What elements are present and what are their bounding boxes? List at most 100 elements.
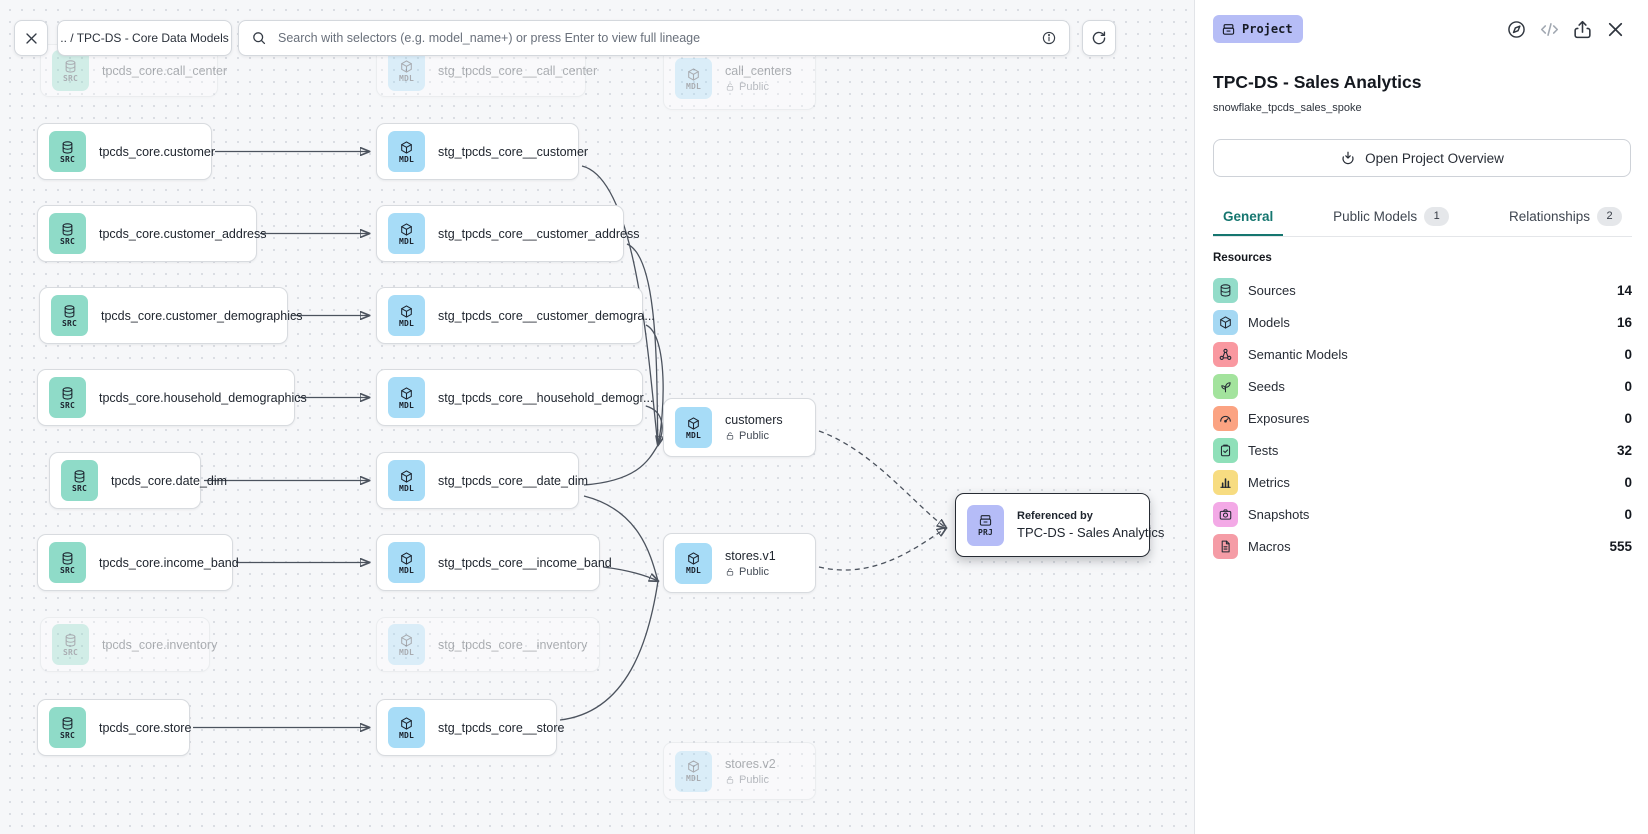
resource-label: Tests	[1248, 442, 1279, 458]
database-icon	[64, 304, 75, 318]
panel-actions	[1506, 19, 1626, 40]
seedling-icon	[1213, 373, 1238, 399]
node-label: stg_tpcds_core__call_center	[438, 63, 598, 78]
compass-icon	[1508, 21, 1525, 38]
open-project-overview-button[interactable]: Open Project Overview	[1213, 139, 1631, 177]
clipboard-check-icon	[1213, 437, 1238, 463]
bar-chart-icon	[1220, 477, 1231, 488]
cube-icon	[688, 552, 699, 565]
resource-label: Macros	[1248, 538, 1291, 554]
database-icon	[62, 222, 73, 236]
cube-icon	[401, 469, 412, 483]
lineage-node-prj-sales-analytics[interactable]: PRJ Referenced by TPC-DS - Sales Analytics	[955, 493, 1165, 557]
tab-count-badge: 1	[1424, 206, 1450, 226]
unlock-icon	[726, 567, 734, 576]
explore-lens-button[interactable]	[1506, 19, 1527, 40]
cube-icon	[688, 67, 699, 81]
unlock-icon	[726, 432, 734, 440]
src-tag: SRC	[49, 542, 86, 583]
resource-count: 0	[1624, 474, 1632, 490]
resource-label: Seeds	[1248, 378, 1285, 394]
prj-tag: PRJ	[967, 504, 1004, 546]
node-label: stores.v2	[725, 756, 776, 771]
resource-label: Metrics	[1248, 474, 1290, 490]
node-label: stg_tpcds_core__store	[438, 720, 565, 735]
node-label: TPC-DS - Sales Analytics	[1017, 525, 1165, 540]
mdl-tag: MDL	[388, 213, 425, 254]
share-icon	[1574, 20, 1591, 39]
node-label: stg_tpcds_core__customer_address	[438, 226, 640, 241]
node-label: stg_tpcds_core__income_band	[438, 555, 612, 570]
cube-icon	[688, 760, 699, 773]
src-tag: SRC	[61, 460, 98, 501]
info-icon[interactable]	[1041, 30, 1057, 46]
tab-general[interactable]: General	[1213, 198, 1284, 236]
mdl-tag: MDL	[388, 624, 425, 665]
node-label: tpcds_core.customer	[99, 144, 216, 159]
close-lineage-button[interactable]	[14, 20, 48, 56]
mdl-tag: MDL	[675, 542, 712, 584]
resource-row-metrics[interactable]: Metrics 0	[1213, 466, 1632, 498]
cube-icon	[401, 716, 412, 730]
gauge-icon	[1220, 415, 1231, 423]
graph-icon	[1219, 348, 1232, 360]
src-tag: SRC	[52, 50, 89, 91]
access-badge: Public	[725, 81, 792, 93]
lineage-node-stg-income-band[interactable]: MDL stg_tpcds_core__income_band	[376, 534, 612, 591]
mdl-tag: MDL	[675, 58, 712, 99]
cube-icon	[1213, 309, 1238, 335]
project-schema-name: snowflake_tpcds_sales_spoke	[1213, 102, 1362, 114]
database-icon	[62, 716, 73, 730]
referenced-by-label: Referenced by	[1017, 510, 1093, 522]
search-bar[interactable]	[238, 20, 1070, 56]
share-button[interactable]	[1572, 19, 1593, 40]
close-panel-button[interactable]	[1605, 19, 1626, 40]
cube-icon	[688, 416, 699, 430]
database-icon	[62, 386, 73, 400]
mdl-tag: MDL	[675, 407, 712, 448]
database-icon	[1213, 277, 1238, 303]
details-panel: Project TPC-DS - Sales Analytics snowfla…	[1194, 0, 1648, 834]
mdl-tag: MDL	[388, 295, 425, 336]
search-input[interactable]	[276, 30, 1032, 46]
resource-count: 0	[1624, 346, 1632, 362]
lineage-node-stg-customer-address[interactable]: MDL stg_tpcds_core__customer_address	[376, 205, 640, 262]
refresh-button[interactable]	[1082, 20, 1116, 56]
node-label: call_centers	[725, 64, 792, 78]
code-view-button[interactable]	[1539, 19, 1560, 40]
graph-icon	[1213, 341, 1238, 367]
breadcrumb[interactable]: .. / TPC-DS - Core Data Models	[57, 20, 232, 56]
node-label: tpcds_core.date_dim	[111, 473, 228, 488]
bar-chart-icon	[1213, 469, 1238, 495]
mdl-tag: MDL	[388, 542, 425, 583]
lineage-node-src-date-dim[interactable]: SRC tpcds_core.date_dim	[49, 452, 228, 509]
